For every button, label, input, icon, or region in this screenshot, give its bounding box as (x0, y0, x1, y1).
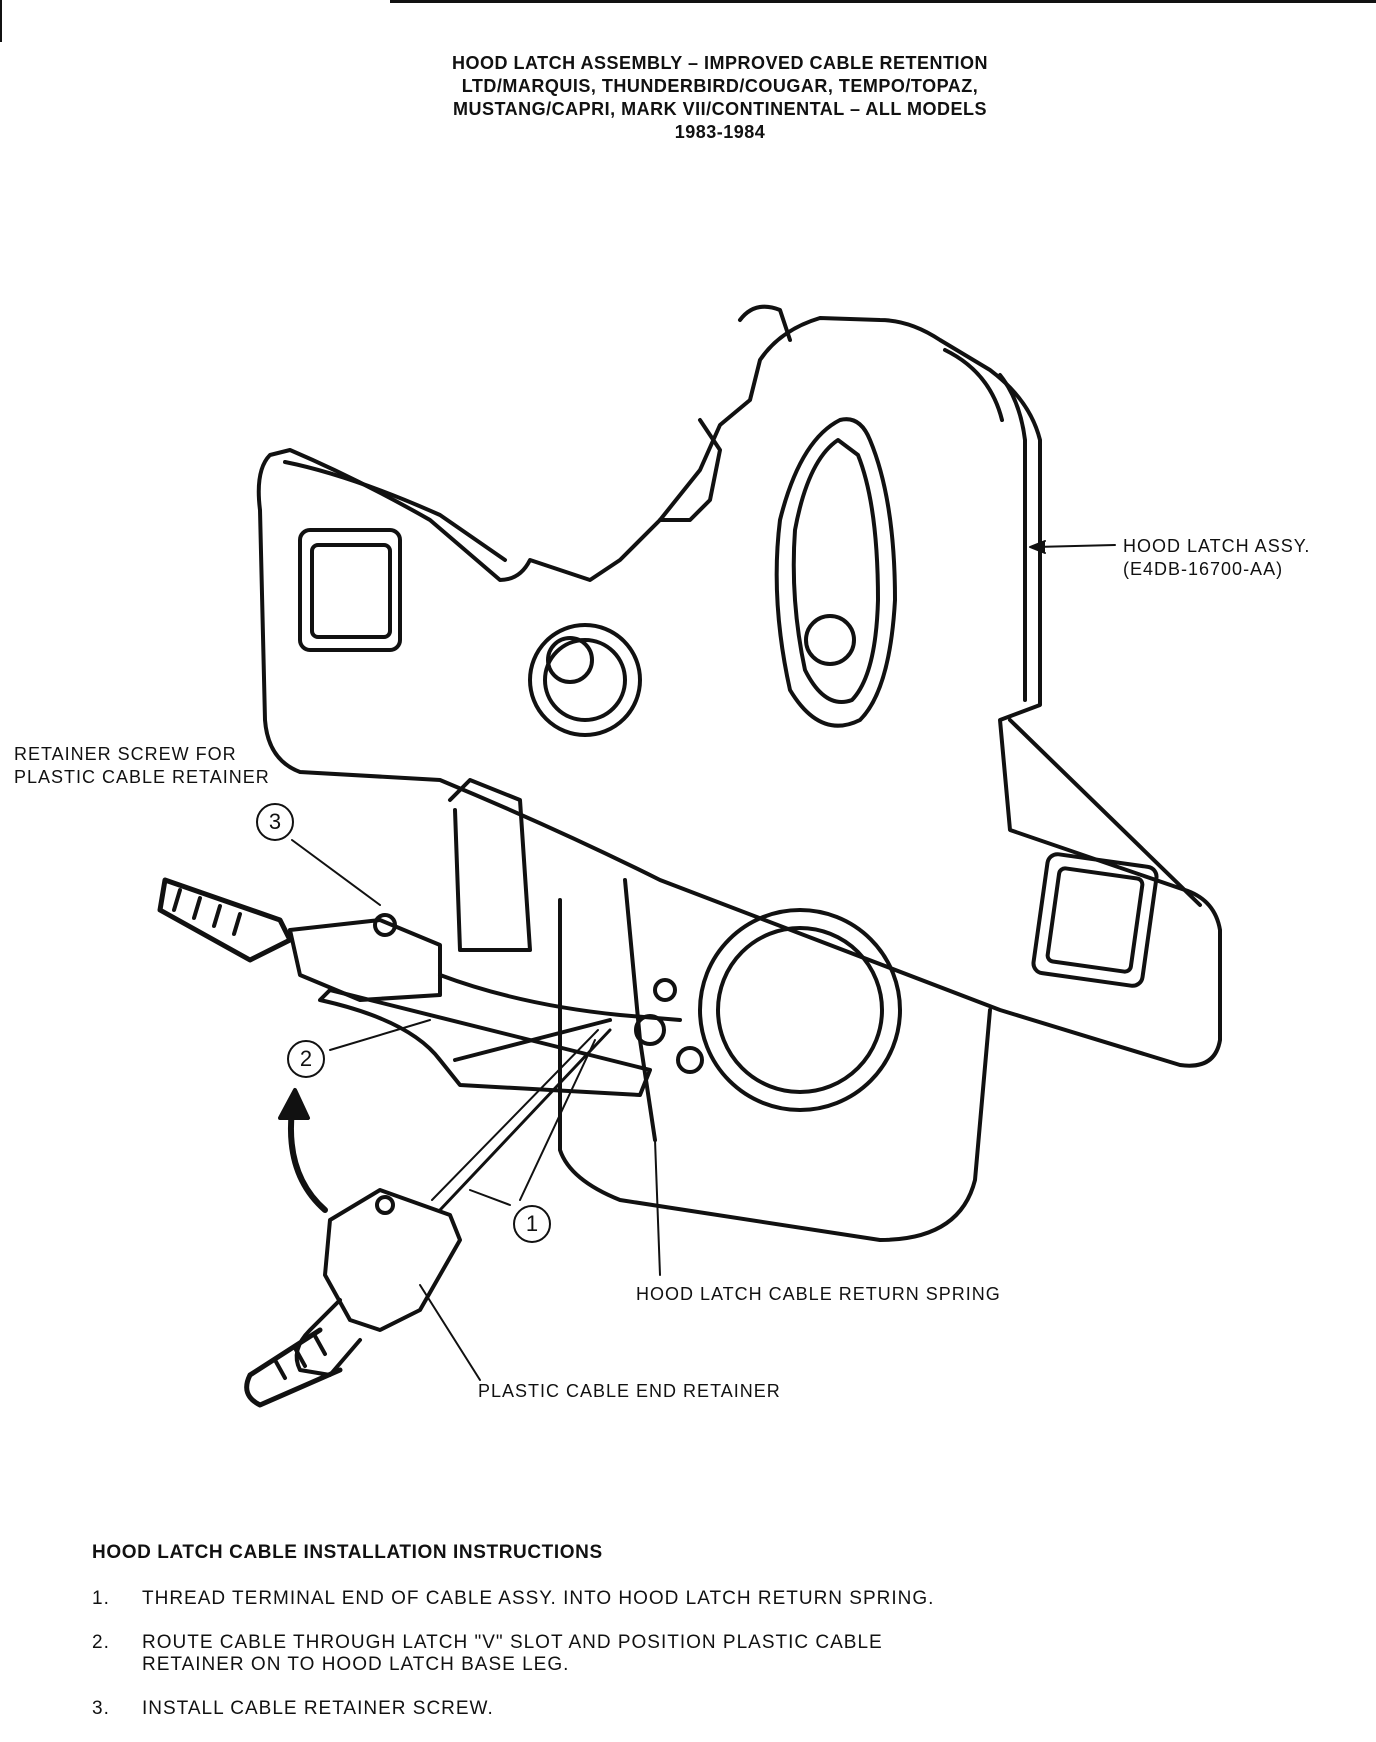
callout-1: 1 (513, 1205, 551, 1243)
latch-plate (256, 316, 1222, 1068)
pivot-bolt-left (528, 623, 642, 737)
part-number-text: (E4DB-16700-AA) (1123, 559, 1284, 579)
step-text: THREAD TERMINAL END OF CABLE ASSY. INTO … (142, 1588, 935, 1609)
hood-latch-assy-text: HOOD LATCH ASSY. (1123, 536, 1311, 556)
leader-callout-1a (519, 1039, 596, 1201)
step-text: INSTALL CABLE RETAINER SCREW. (142, 1698, 494, 1719)
plastic-cable-end-retainer (323, 1188, 462, 1332)
cable-lower (438, 1028, 612, 1212)
step-number: 1. (92, 1588, 110, 1609)
callout-2: 2 (287, 1040, 325, 1078)
motion-arrow (288, 1107, 328, 1213)
leader-end-retainer (419, 1284, 481, 1381)
title-line-1: HOOD LATCH ASSEMBLY – IMPROVED CABLE RET… (451, 53, 989, 73)
label-end-retainer: PLASTIC CABLE END RETAINER (478, 1381, 781, 1401)
title-line-2: LTD/MARQUIS, THUNDERBIRD/COUGAR, TEMPO/T… (461, 76, 979, 96)
page-edge-mark (0, 0, 2, 42)
retainer-screw (373, 913, 397, 937)
pivot-bolt-right (804, 614, 856, 666)
retainer-screw-line-1: RETAINER SCREW FOR (14, 744, 237, 764)
leader-callout-1b (469, 1189, 511, 1206)
label-return-spring: HOOD LATCH CABLE RETURN SPRING (636, 1284, 1001, 1304)
hood-latch-illustration (157, 304, 1222, 1408)
title-line-4: 1983-1984 (674, 122, 766, 142)
base-leg (318, 988, 652, 1097)
retainer-screw-line-2: PLASTIC CABLE RETAINER (14, 767, 270, 787)
return-spring-coil (698, 908, 902, 1112)
cable-housing-upper (157, 877, 293, 963)
right-slot (1031, 852, 1159, 988)
leader-callout-3 (291, 839, 381, 906)
installation-instructions: HOOD LATCH CABLE INSTALLATION INSTRUCTIO… (92, 1542, 1292, 1742)
callout-3: 3 (256, 803, 294, 841)
page-title: HOOD LATCH ASSEMBLY – IMPROVED CABLE RET… (300, 52, 1140, 144)
top-rule (390, 0, 1376, 3)
teardrop-slot (774, 417, 897, 728)
instruction-step: 2. ROUTE CABLE THROUGH LATCH "V" SLOT AN… (92, 1632, 1292, 1676)
step-text: ROUTE CABLE THROUGH LATCH "V" SLOT AND P… (142, 1632, 883, 1675)
left-slot (298, 528, 402, 652)
label-hood-latch-assy: HOOD LATCH ASSY. (E4DB-16700-AA) (1123, 535, 1310, 581)
leader-return-spring (654, 1139, 661, 1276)
leader-callout-2 (329, 1019, 431, 1051)
instructions-title: HOOD LATCH CABLE INSTALLATION INSTRUCTIO… (92, 1542, 603, 1563)
leader-hood-latch-assy (1034, 544, 1116, 548)
label-retainer-screw: RETAINER SCREW FOR PLASTIC CABLE RETAINE… (14, 743, 270, 789)
title-line-3: MUSTANG/CAPRI, MARK VII/CONTINENTAL – AL… (452, 99, 987, 119)
step-number: 2. (92, 1632, 110, 1653)
cable-wire (438, 973, 682, 1022)
step-number: 3. (92, 1698, 110, 1719)
spring-housing (558, 898, 992, 1242)
instruction-step: 3. INSTALL CABLE RETAINER SCREW. (92, 1698, 1292, 1720)
plastic-cable-retainer (288, 918, 442, 1002)
hook-lever (658, 418, 722, 522)
instruction-step: 1. THREAD TERMINAL END OF CABLE ASSY. IN… (92, 1588, 1292, 1610)
cable-housing-lower (244, 1327, 343, 1408)
